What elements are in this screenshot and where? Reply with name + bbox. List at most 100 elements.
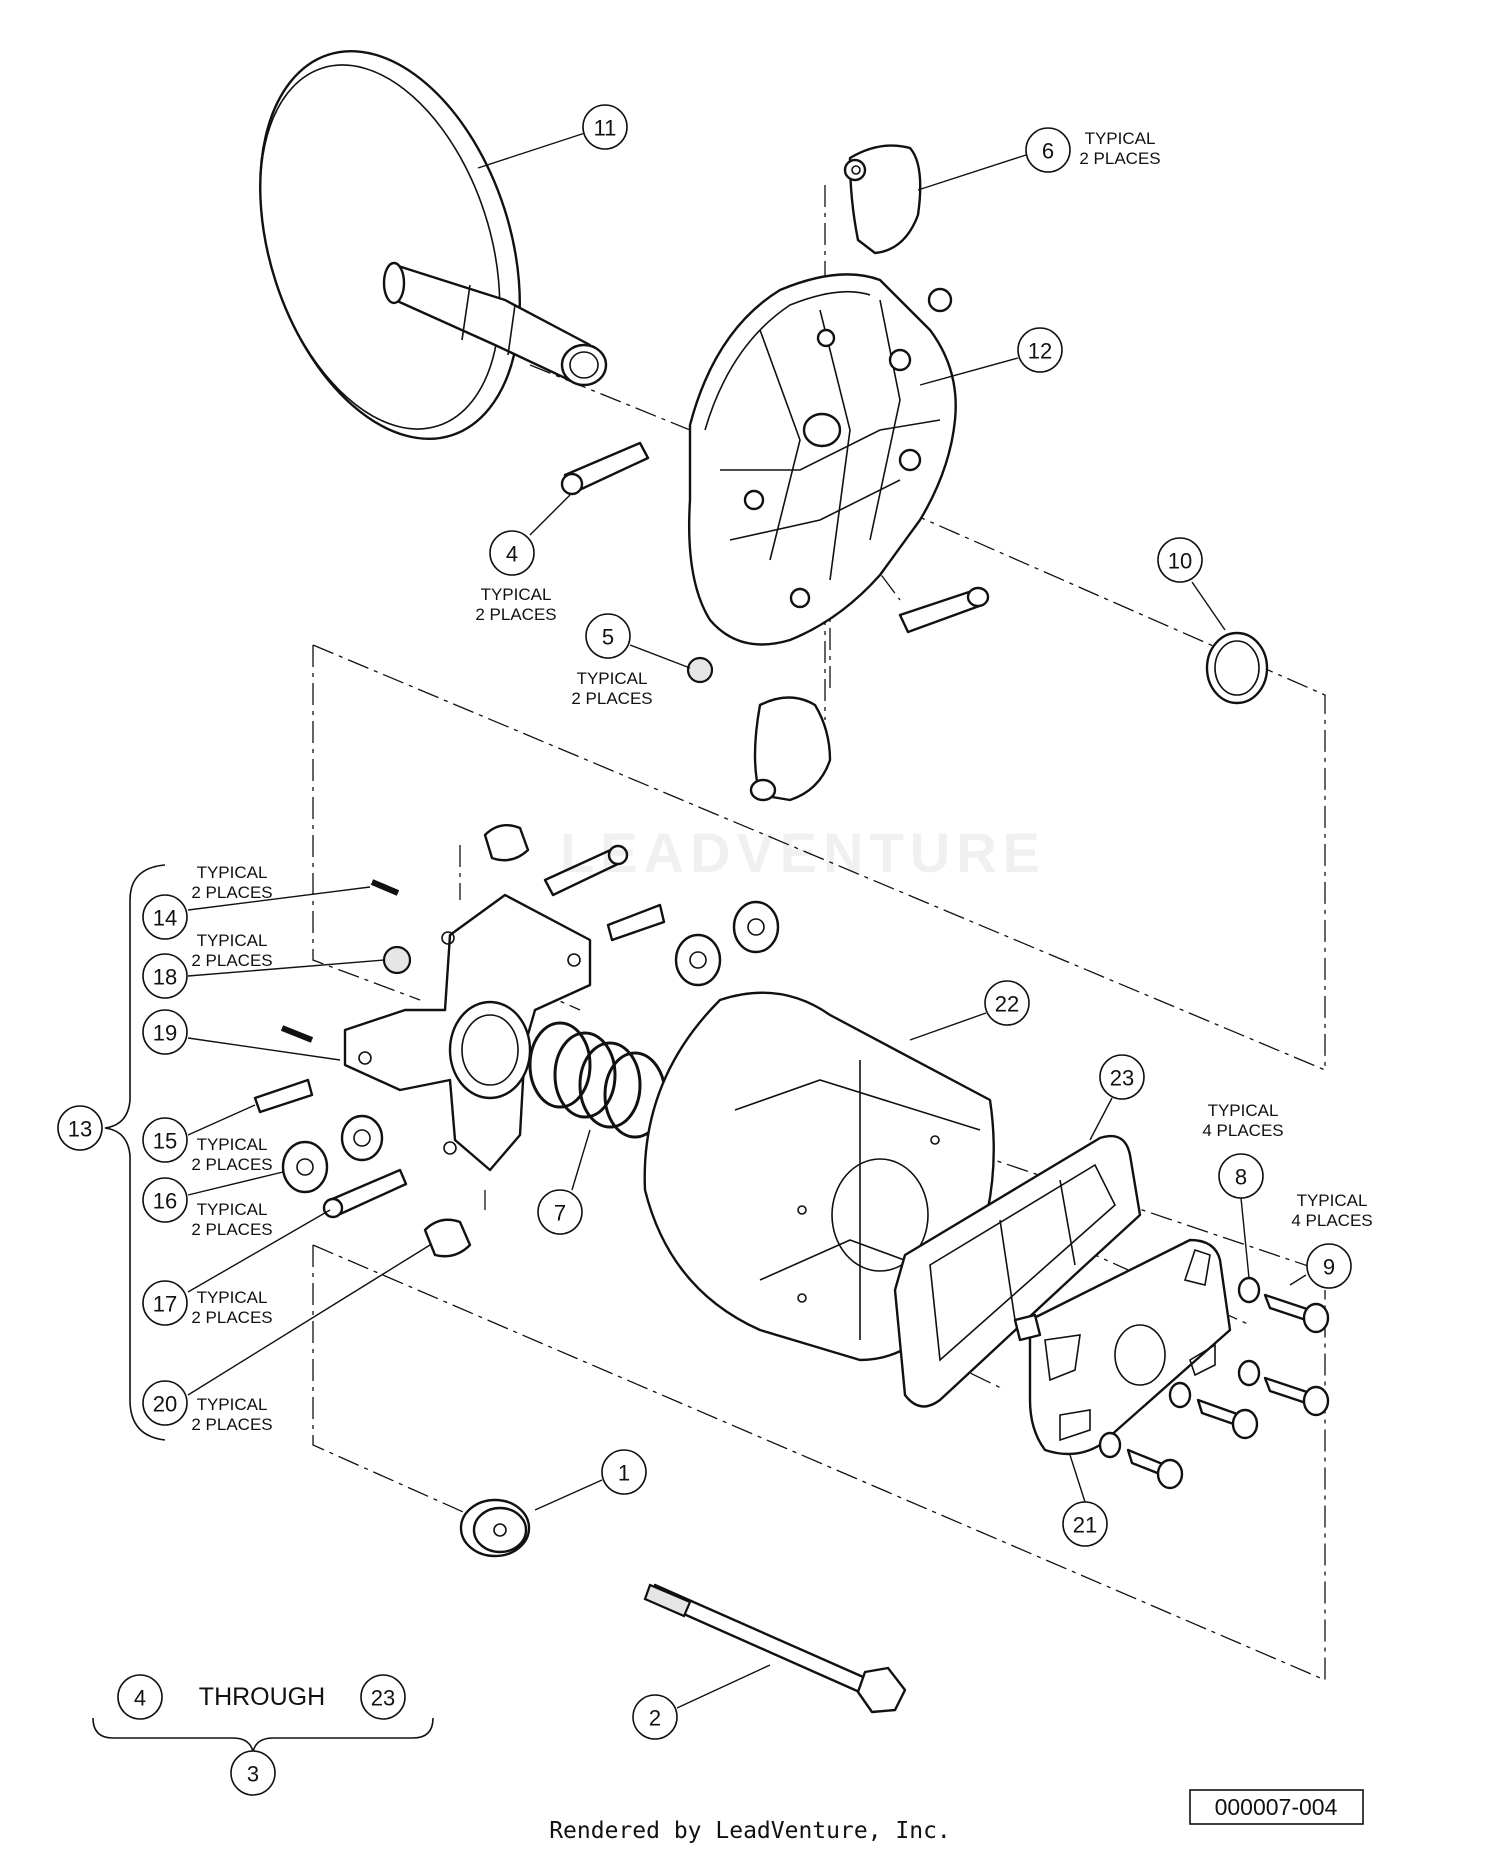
callout-number: 6 [1042, 139, 1054, 164]
callout-23: 23 [360, 1674, 406, 1720]
note-14-line2: 2 PLACES [191, 883, 272, 902]
callout-12: 12 [1017, 327, 1063, 373]
bolt-part-2 [898, 586, 990, 634]
note-15-line1: TYPICAL [197, 1135, 268, 1154]
bolt-part-17 [322, 844, 629, 1219]
callout-circle [585, 613, 631, 659]
callout-circle [537, 1189, 583, 1235]
callout-number: 19 [153, 1021, 177, 1046]
washer-screw-part [1098, 1276, 1330, 1490]
callout-number: 21 [1073, 1513, 1097, 1538]
callout-circle [1218, 1153, 1264, 1199]
callout-number: 20 [153, 1392, 177, 1417]
figure-id-box: 000007-004 [1189, 1789, 1364, 1825]
svg-text:TYPICAL: TYPICAL [197, 1395, 268, 1414]
callout-circle [142, 1009, 188, 1055]
nut-part-18 [382, 945, 412, 975]
note-9-line1: TYPICAL [1297, 1191, 1368, 1210]
note-20-line2: 2 PLACES [191, 1415, 272, 1434]
svg-text:TYPICAL: TYPICAL [1208, 1101, 1279, 1120]
note-5-line1: TYPICAL [577, 669, 648, 688]
callout-11: 11 [582, 104, 628, 150]
callout-circle [57, 1105, 103, 1151]
callout-7: 7 [537, 1189, 583, 1235]
callout-number: 17 [153, 1292, 177, 1317]
brace-13 [104, 864, 166, 1441]
note-9-line2: 4 PLACES [1291, 1211, 1372, 1230]
svg-text:4 PLACES: 4 PLACES [1291, 1211, 1372, 1230]
callout-circle [142, 1117, 188, 1163]
callout-8: 8 [1218, 1153, 1264, 1199]
note-17-line1: TYPICAL [197, 1288, 268, 1307]
callout-number: 1 [618, 1461, 630, 1486]
through-label: THROUGH [199, 1683, 325, 1711]
svg-text:2 PLACES: 2 PLACES [571, 689, 652, 708]
callout-number: 23 [1110, 1066, 1134, 1091]
callout-circle [142, 953, 188, 999]
callout-6: 6 [1025, 127, 1071, 173]
note-6-line1: TYPICAL [1085, 129, 1156, 148]
callout-circle [1017, 327, 1063, 373]
callout-number: 3 [247, 1762, 259, 1787]
svg-text:2 PLACES: 2 PLACES [191, 883, 272, 902]
bolt-part [560, 441, 650, 496]
note-8-line2: 4 PLACES [1202, 1121, 1283, 1140]
callout-18: 18 [142, 953, 188, 999]
callout-number: 10 [1168, 549, 1192, 574]
dowel-part [253, 903, 666, 1114]
callout-circle [582, 104, 628, 150]
weight-part [843, 144, 922, 255]
callout-15: 15 [142, 1117, 188, 1163]
callout-number: 4 [134, 1686, 146, 1711]
note-4-line1: TYPICAL [481, 585, 552, 604]
callout-number: 15 [153, 1129, 177, 1154]
callout-4: 4 [117, 1674, 163, 1720]
svg-text:TYPICAL: TYPICAL [577, 669, 648, 688]
callout-number: 8 [1235, 1165, 1247, 1190]
callout-4: 4 [489, 530, 535, 576]
callout-16: 16 [142, 1177, 188, 1223]
callout-circle [601, 1449, 647, 1495]
spring-part [528, 1021, 667, 1139]
spider-part [343, 893, 592, 1172]
callout-circle [1306, 1243, 1352, 1289]
svg-text:2 PLACES: 2 PLACES [191, 1155, 272, 1174]
note-4-line2: 2 PLACES [475, 605, 556, 624]
callout-circle [230, 1750, 276, 1796]
brace-3 [92, 1717, 434, 1753]
callout-17: 17 [142, 1280, 188, 1326]
svg-text:4 PLACES: 4 PLACES [1202, 1121, 1283, 1140]
leader-lines [187, 132, 1307, 1709]
roller-part [281, 900, 780, 1194]
callout-20: 20 [142, 1380, 188, 1426]
callout-number: 11 [594, 116, 617, 141]
callout-number: 16 [153, 1189, 177, 1214]
callout-number: 23 [371, 1686, 395, 1711]
note-5-line2: 2 PLACES [571, 689, 652, 708]
callout-5: 5 [585, 613, 631, 659]
bushing-part [423, 824, 530, 1258]
note-16-line1: TYPICAL [197, 1200, 268, 1219]
callout-circle [142, 894, 188, 940]
ring-part [1205, 631, 1269, 705]
callout-number: 5 [602, 625, 614, 650]
callout-19: 19 [142, 1009, 188, 1055]
svg-text:2 PLACES: 2 PLACES [1079, 149, 1160, 168]
callout-circle [142, 1380, 188, 1426]
end-plate-part [1013, 1238, 1232, 1456]
typical-notes: TYPICAL 2 PLACES TYPICAL 2 PLACES TYPICA… [191, 129, 1372, 1434]
callout-23: 23 [1099, 1054, 1145, 1100]
note-20-line1: TYPICAL [197, 1395, 268, 1414]
svg-text:TYPICAL: TYPICAL [481, 585, 552, 604]
callout-number: 22 [995, 992, 1019, 1017]
rendered-by-credit: Rendered by LeadVenture, Inc. [549, 1818, 951, 1844]
callout-number: 2 [649, 1706, 661, 1731]
callout-number: 7 [554, 1201, 566, 1226]
callout-number: 13 [68, 1117, 92, 1142]
callout-circle [1025, 127, 1071, 173]
svg-text:TYPICAL: TYPICAL [197, 1288, 268, 1307]
callout-circle [142, 1280, 188, 1326]
svg-text:TYPICAL: TYPICAL [197, 1200, 268, 1219]
spacer-part [459, 1498, 531, 1558]
